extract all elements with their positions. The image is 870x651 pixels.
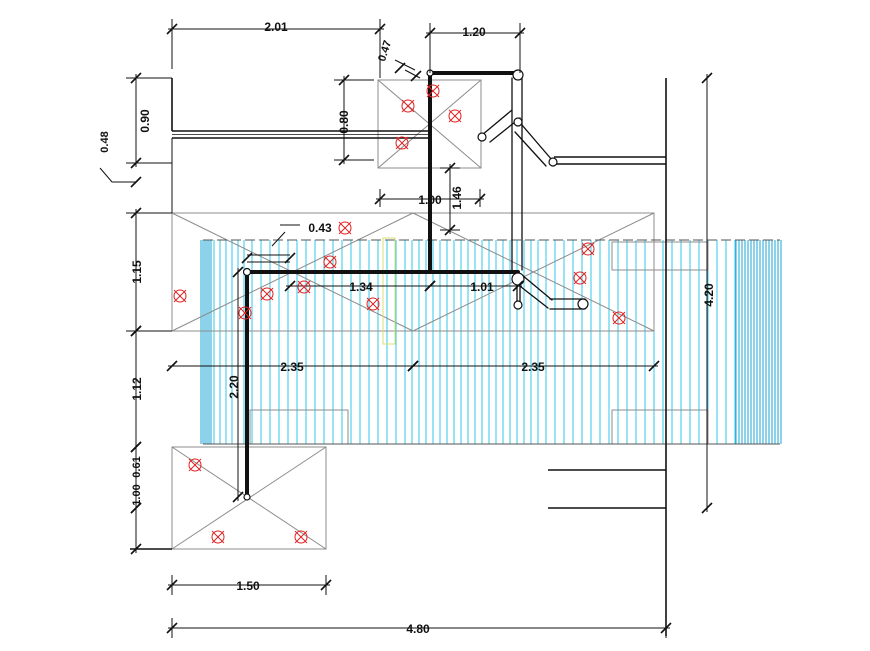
floor-drain-icon xyxy=(294,530,308,544)
floor-drain-icon xyxy=(448,109,462,123)
floor-drain-icon xyxy=(297,280,311,294)
dimension-tick xyxy=(232,491,244,503)
dimension-tick xyxy=(701,72,713,84)
fixtures xyxy=(173,84,626,544)
floor-drain-icon xyxy=(366,297,380,311)
dim-riser-height: 2.20 xyxy=(227,375,241,399)
dim-bottom-left-width: 1.50 xyxy=(236,579,260,593)
floor-drain-icon xyxy=(426,84,440,98)
floor-drain-icon xyxy=(573,271,587,285)
dimension-tick xyxy=(130,325,142,337)
dimension-tick xyxy=(512,280,524,292)
floor-drain-icon xyxy=(581,242,595,256)
dim-segment-b: 1.01 xyxy=(470,280,494,294)
floor-drain-icon xyxy=(211,530,225,544)
dimension-lines xyxy=(99,19,713,638)
dim-inner-height: 0.80 xyxy=(337,110,351,134)
dimension-tick xyxy=(424,280,436,292)
dim-leader-value: 0.48 xyxy=(99,131,111,152)
floor-drain-icon xyxy=(260,287,274,301)
dim-left-lower-height: 1.12 xyxy=(130,377,144,401)
building-outline xyxy=(171,79,780,550)
dim-top-right-width: 1.20 xyxy=(462,25,486,39)
dim-overall-width: 4.80 xyxy=(406,622,430,636)
floor-drain-icon xyxy=(401,99,415,113)
dimension-tick xyxy=(130,543,142,555)
guide-strip xyxy=(382,237,396,345)
dim-left-top-height: 0.90 xyxy=(138,109,152,133)
dim-span-right: 2.35 xyxy=(521,360,545,374)
floor-drain-icon xyxy=(612,311,626,325)
dimension-tick xyxy=(394,62,406,74)
dim-span-left: 2.35 xyxy=(280,360,304,374)
dim-inner-width: 1.00 xyxy=(418,193,442,207)
floor-drain-icon xyxy=(395,136,409,150)
dimension-tick xyxy=(284,252,296,264)
dimension-tick xyxy=(407,360,419,372)
dim-overall-right-height: 4.20 xyxy=(702,283,716,307)
dimension-tick xyxy=(130,441,142,453)
dim-offset-label: 0.43 xyxy=(308,221,332,235)
walls xyxy=(130,78,667,636)
dimension-tick xyxy=(232,266,244,278)
dimension-tick xyxy=(284,280,296,292)
floor-drain-icon xyxy=(238,306,252,320)
floor-drain-icon xyxy=(188,458,202,472)
dim-small-vertical: 0.47 xyxy=(376,39,394,63)
dimension-tick xyxy=(701,502,713,514)
drain-pipes xyxy=(242,69,589,501)
dimension-tick xyxy=(130,176,142,188)
dim-left-mid-height: 1.15 xyxy=(130,260,144,284)
floor-drain-icon xyxy=(173,289,187,303)
dim-left-small-1: 0.61 xyxy=(131,456,143,477)
dimension-tick xyxy=(648,360,660,372)
dim-top-left-width: 2.01 xyxy=(264,20,288,34)
dimension-tick xyxy=(241,252,253,264)
dimension-tick xyxy=(410,70,422,82)
dimension-tick xyxy=(166,360,178,372)
dim-segment-a: 1.34 xyxy=(349,280,373,294)
dim-left-small-2: 1.00 xyxy=(131,484,143,505)
floor-drain-icon xyxy=(323,255,337,269)
dim-inner-height-2: 1.46 xyxy=(450,186,464,210)
floor-drain-icon xyxy=(338,221,352,235)
dimension-tick xyxy=(130,502,142,514)
